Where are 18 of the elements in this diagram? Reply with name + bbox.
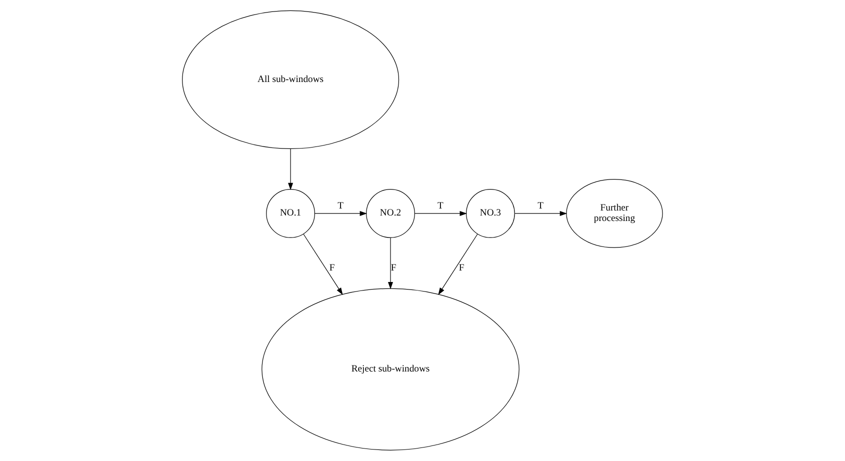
node-circle: NO.2 — [366, 189, 415, 238]
node-circle: NO.3 — [466, 189, 515, 238]
edge-label: F — [458, 262, 464, 274]
edge-label: T — [538, 200, 544, 212]
arrow — [438, 234, 478, 295]
arrow — [388, 238, 394, 290]
edge-label: T — [438, 200, 444, 212]
edge-label: F — [390, 262, 396, 274]
arrow — [514, 210, 568, 216]
edge-label: T — [338, 200, 344, 212]
node-ellipse: Further processing — [566, 179, 663, 248]
node-circle: NO.1 — [266, 189, 315, 238]
arrow — [314, 210, 368, 216]
arrow — [303, 234, 343, 295]
arrow — [414, 210, 467, 216]
edge-label: F — [329, 262, 335, 274]
arrow — [288, 148, 294, 190]
node-ellipse: All sub-windows — [182, 10, 400, 150]
